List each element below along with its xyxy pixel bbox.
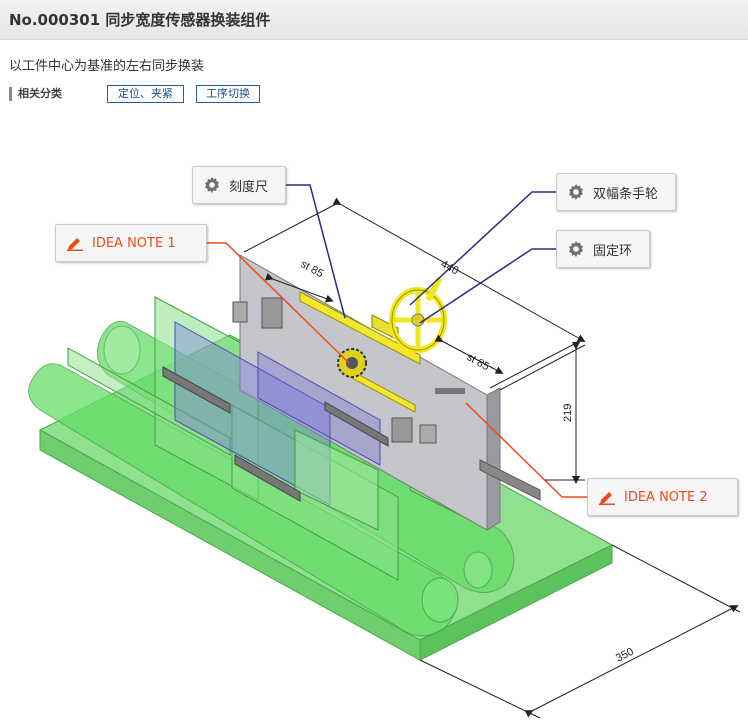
- callout-scale-label: 刻度尺: [229, 179, 269, 195]
- dim-stroke-left-label: st 85: [299, 258, 326, 280]
- category-label: 相关分类: [9, 87, 62, 101]
- title-bar: No.000301 同步宽度传感器换装组件: [0, 0, 748, 40]
- dim-stroke-right-label: st 85: [465, 351, 492, 373]
- idea-note-2-label: IDEA NOTE 2: [624, 489, 708, 505]
- dim-height-label: 219: [562, 404, 574, 422]
- leader-idea-1: [207, 242, 350, 364]
- mechanism-diagram: 440 st 85 st 85 219 350: [28, 184, 741, 719]
- tag-positioning-clamping[interactable]: 定位、夹紧: [107, 85, 184, 103]
- gear-icon: [204, 176, 220, 194]
- leader-idea-2: [465, 402, 587, 498]
- gear-icon: [568, 183, 584, 201]
- idea-note-2-button[interactable]: IDEA NOTE 2: [587, 478, 738, 516]
- page-title: No.000301 同步宽度传感器换装组件: [9, 11, 271, 29]
- callout-fixed-ring[interactable]: 固定环: [556, 230, 650, 268]
- pencil-icon: [67, 238, 83, 251]
- gear-icon: [568, 240, 584, 258]
- idea-note-1-button[interactable]: IDEA NOTE 1: [55, 224, 207, 262]
- idea-note-1-label: IDEA NOTE 1: [92, 235, 176, 251]
- callout-fixed-ring-label: 固定环: [593, 243, 633, 259]
- pencil-icon: [599, 492, 615, 505]
- tag-process-changeover[interactable]: 工序切换: [196, 85, 260, 103]
- dim-width-label: 350: [614, 646, 636, 665]
- handwheel: [389, 276, 447, 353]
- callout-handwheel-label: 双幅条手轮: [593, 186, 659, 202]
- callout-handwheel[interactable]: 双幅条手轮: [556, 173, 676, 211]
- callout-scale[interactable]: 刻度尺: [192, 166, 286, 204]
- page-description: 以工件中心为基准的左右同步换装: [9, 59, 205, 74]
